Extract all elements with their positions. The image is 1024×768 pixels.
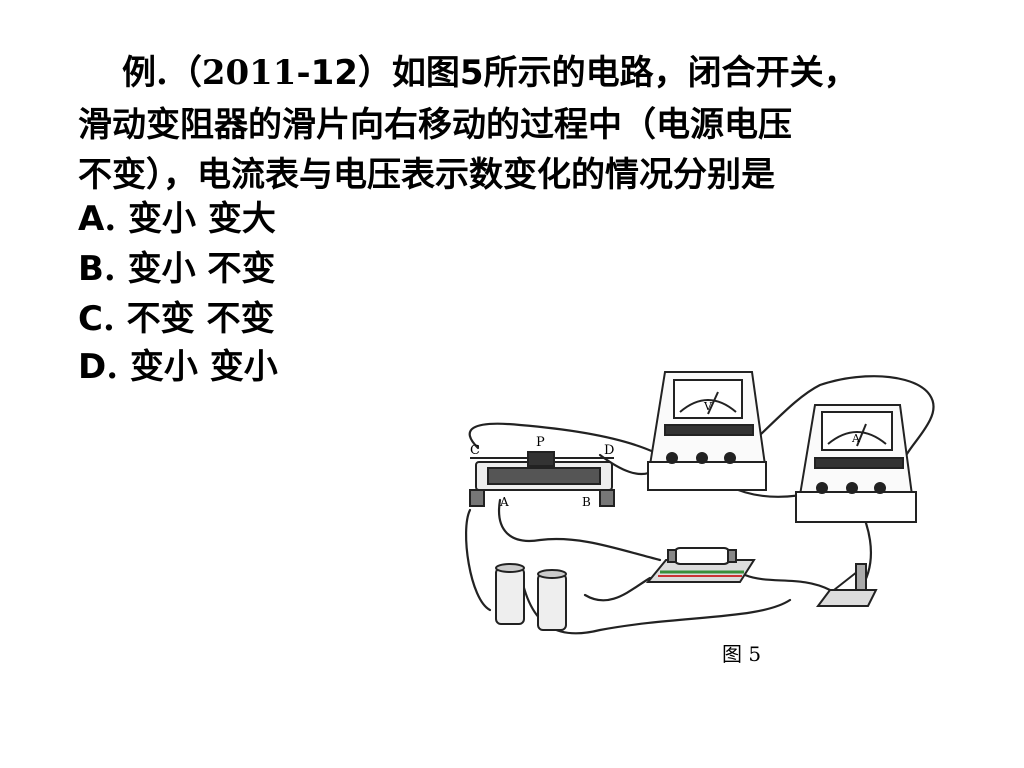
figure-ref: 5 bbox=[459, 53, 484, 93]
option-text: . 变小 变小 bbox=[106, 347, 278, 387]
question-line-1: 例.（2011-12）如图5所示的电路，闭合开关， bbox=[122, 48, 858, 98]
voltmeter-label: V bbox=[703, 400, 713, 413]
option-letter: C bbox=[78, 299, 103, 339]
label-c: C bbox=[470, 443, 480, 458]
question-year: 例.（2011- bbox=[122, 53, 311, 93]
wire bbox=[468, 422, 674, 464]
label-a: A bbox=[499, 495, 509, 509]
option-d: D. 变小 变小 bbox=[78, 342, 278, 392]
option-c: C. 不变 不变 bbox=[78, 294, 274, 344]
question-text: 所示的电路，闭合开关， bbox=[483, 53, 858, 93]
wire bbox=[464, 508, 492, 612]
ammeter bbox=[795, 404, 917, 523]
option-letter: A bbox=[78, 199, 105, 239]
wire bbox=[583, 576, 652, 602]
option-a: A. 变小 变大 bbox=[78, 194, 276, 244]
option-b: B. 变小 不变 bbox=[78, 244, 275, 294]
option-text: . 变小 变大 bbox=[104, 199, 276, 239]
question-number: 12 bbox=[310, 53, 358, 93]
question-text: ）如图 bbox=[357, 53, 460, 93]
battery-cells bbox=[495, 563, 567, 631]
option-text: . 变小 不变 bbox=[103, 249, 276, 289]
wire bbox=[743, 573, 832, 592]
option-letter: D bbox=[78, 347, 107, 387]
figure-caption: 图 5 bbox=[722, 642, 762, 666]
question-line-2: 滑动变阻器的滑片向右移动的过程中（电源电压 bbox=[78, 105, 792, 145]
label-b: B bbox=[582, 495, 591, 509]
wire bbox=[497, 498, 662, 562]
circuit-figure: C P D A B V A bbox=[464, 371, 935, 635]
switch bbox=[816, 563, 878, 607]
option-letter: B bbox=[78, 249, 104, 289]
voltmeter bbox=[647, 371, 767, 491]
lamp-holder bbox=[645, 547, 756, 583]
option-text: . 不变 不变 bbox=[102, 299, 275, 339]
label-d: D bbox=[604, 443, 614, 458]
wire bbox=[726, 375, 935, 472]
question-line-3: 不变），电流表与电压表示数变化的情况分别是 bbox=[78, 155, 775, 195]
label-p: P bbox=[536, 435, 545, 450]
ammeter-label: A bbox=[851, 432, 861, 445]
rheostat bbox=[469, 451, 615, 507]
